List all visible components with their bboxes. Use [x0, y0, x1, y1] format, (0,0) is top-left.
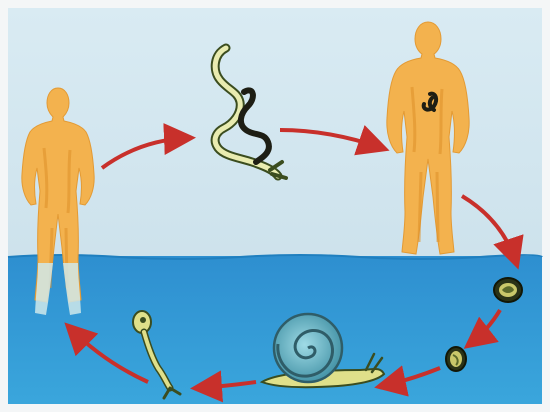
egg-icon-1	[494, 278, 522, 302]
egg-icon-2	[446, 347, 466, 371]
cercaria-eye	[140, 317, 146, 323]
